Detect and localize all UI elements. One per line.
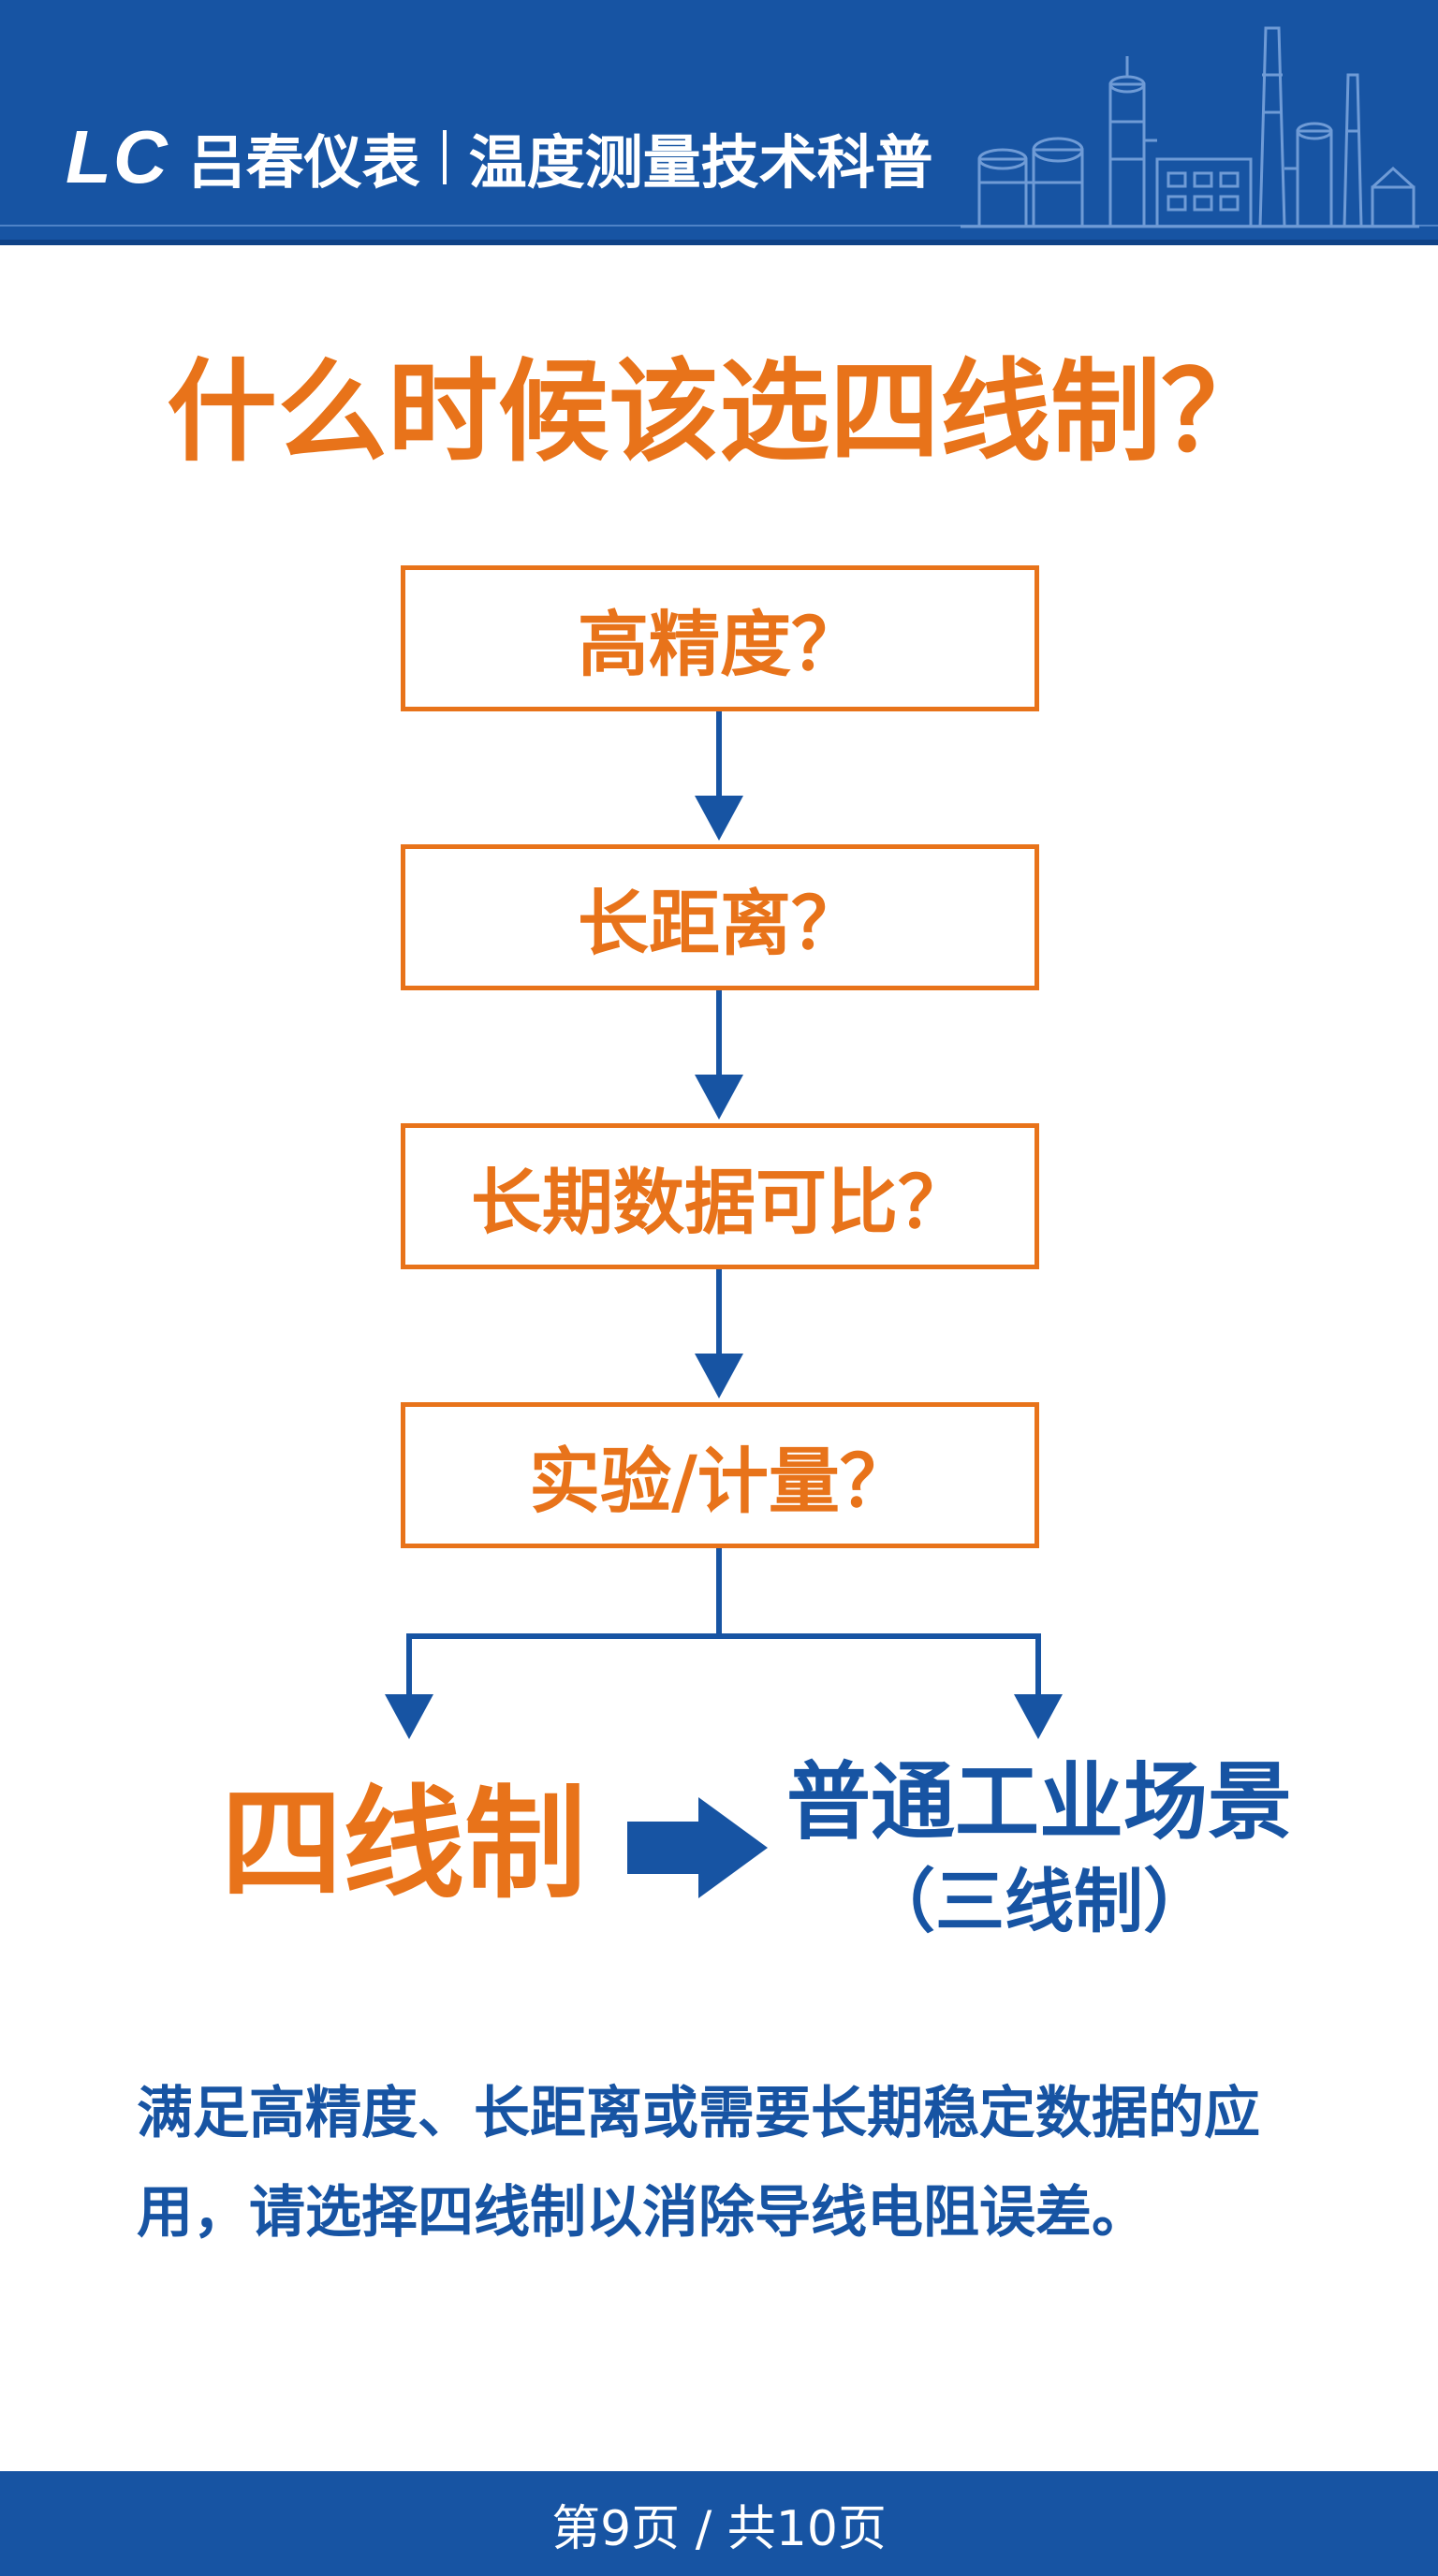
arrow-step3-step4: [695, 1269, 743, 1398]
step-long-distance: 长距离？: [401, 844, 1039, 990]
header-banner: LC 吕春仪表 温度测量技术科普: [0, 0, 1438, 245]
brand: LC 吕春仪表 温度测量技术科普: [66, 110, 933, 204]
arrow-step2-step3: [695, 990, 743, 1120]
summary-text: 满足高精度、长距离或需要长期稳定数据的应用，请选择四线制以消除导线电阻误差。: [137, 2081, 1260, 2246]
result-industrial-title: 普通工业场景: [786, 1753, 1292, 1852]
footer-bar: 第9页 / 共10页: [0, 2471, 1438, 2576]
factory-skyline-icon: [961, 26, 1419, 228]
result-four-wire: 四线制: [221, 1773, 587, 1915]
result-industrial-note: （三线制）: [866, 1862, 1212, 1942]
company-name: 吕春仪表: [187, 128, 420, 197]
page-title: 什么时候该选四线制？: [166, 347, 1271, 476]
step-high-precision: 高精度？: [401, 565, 1039, 711]
right-arrow-icon: [627, 1797, 768, 1898]
company-logo: LC: [66, 115, 169, 198]
brand-separator: [442, 130, 447, 184]
page-indicator: 第9页 / 共10页: [551, 2500, 887, 2557]
arrow-step1-step2: [695, 711, 743, 841]
header-subject: 温度测量技术科普: [468, 128, 933, 197]
step-long-term-data: 长期数据可比？: [401, 1123, 1039, 1269]
branch-connector: [385, 1548, 1063, 1739]
step-lab-metrology: 实验/计量？: [401, 1402, 1039, 1548]
result-industrial: 普通工业场景 （三线制）: [777, 1750, 1301, 1949]
header-divider: [0, 225, 1438, 227]
